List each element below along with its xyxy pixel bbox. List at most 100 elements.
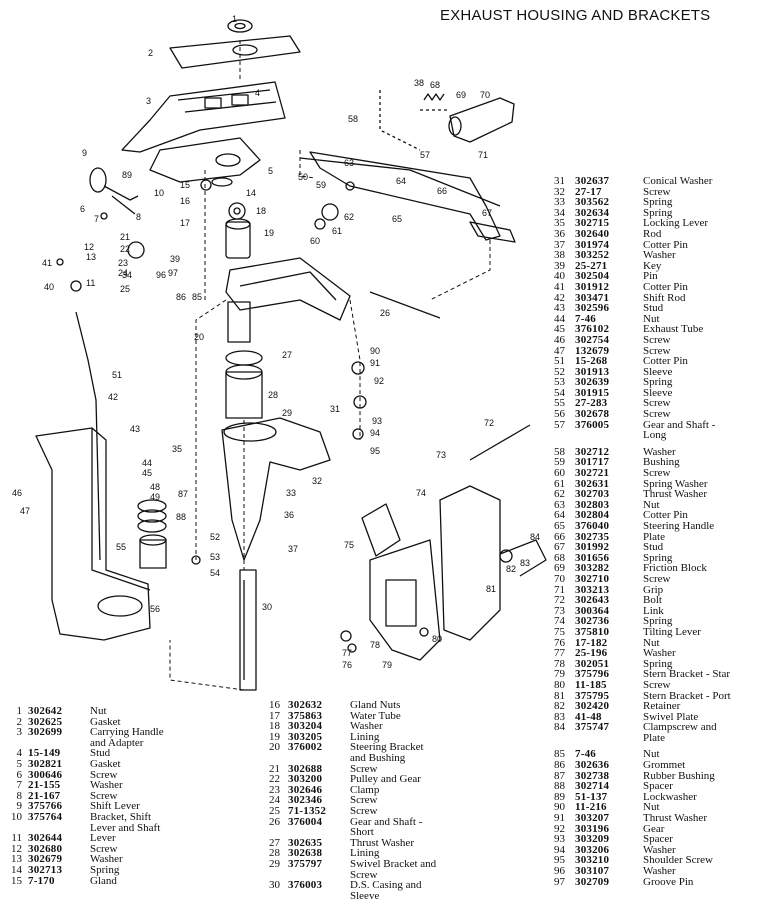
callout-number: 36 [284, 510, 294, 520]
part-description: Lockwasher [643, 790, 697, 803]
part-number: 302631 [575, 477, 610, 490]
part-number: 302804 [575, 509, 610, 522]
part-index: 28 [269, 847, 280, 860]
part-index: 84 [554, 721, 565, 734]
callout-number: 32 [312, 476, 322, 486]
callout-number: 3 [146, 96, 151, 106]
callout-number: 22 [120, 244, 130, 254]
callout-number: 48 [150, 482, 160, 492]
shift-rod-part [75, 311, 101, 561]
nut-part [227, 19, 253, 33]
part-description: Screw [643, 397, 671, 410]
part-number: 301913 [575, 365, 610, 378]
part-index: 45 [554, 323, 565, 336]
callout-number: 93 [372, 416, 382, 426]
callout-number: 23 [118, 258, 128, 268]
part-number: 301915 [575, 386, 610, 399]
part-number: 302635 [288, 836, 323, 849]
part-number: 300646 [28, 768, 63, 781]
part-description: Washer [90, 779, 123, 792]
callout-number: 13 [86, 252, 96, 262]
part-index: 69 [554, 562, 565, 575]
part-number: 302680 [28, 842, 63, 855]
part-description: Thrust Washer [350, 836, 414, 849]
part-description: Pulley and Gear [350, 773, 421, 786]
callout-number: 15 [180, 180, 190, 190]
part-number: 21-167 [28, 789, 61, 802]
callout-number: 59 [316, 180, 326, 190]
callout-number: 57 [420, 150, 430, 160]
part-description: Clampscrew and Plate [643, 721, 717, 744]
part-number: 302679 [28, 853, 63, 866]
callout-number: 45 [142, 468, 152, 478]
callout-number: 87 [178, 489, 188, 499]
part-index: 19 [269, 730, 280, 743]
part-number: 375863 [288, 709, 323, 722]
swivel-bracket-part [221, 417, 331, 561]
part-description: Grommet [643, 759, 686, 772]
part-description: Shift Rod [643, 291, 686, 304]
callout-number: 54 [210, 568, 220, 578]
part-index: 8 [16, 789, 23, 802]
callout-number: 50 [298, 172, 308, 182]
part-description: Screw [350, 762, 378, 775]
part-description: Steering Bracket and Bushing [350, 741, 424, 764]
part-description: Friction Block [643, 562, 707, 575]
part-index: 25 [269, 804, 280, 817]
callout-number: 60 [310, 236, 320, 246]
callout-number: 2 [148, 48, 153, 58]
callout-number: 66 [437, 186, 447, 196]
gear-shaft-short-part [369, 291, 441, 319]
part-number: 17-182 [575, 636, 608, 649]
callout-number: 47 [20, 506, 30, 516]
callout-number: 73 [436, 450, 446, 460]
part-number: 302709 [575, 875, 610, 888]
part-index: 64 [554, 509, 565, 522]
callout-number: 39 [170, 254, 180, 264]
bolt-part [469, 424, 531, 461]
part-number: 303200 [288, 773, 323, 786]
part-index: 78 [554, 657, 565, 670]
part-description: Steering Handle [643, 520, 715, 532]
part-description: Spring [643, 657, 673, 670]
part-number: 302678 [575, 408, 610, 421]
part-description: Gland Nuts [350, 699, 401, 711]
part-number: 302642 [28, 705, 63, 717]
part-index: 36 [554, 227, 565, 240]
part-description: Plate [643, 530, 665, 543]
gasket-outline-part [149, 137, 261, 183]
part-description: Carrying Handle and Adapter [90, 726, 164, 749]
callout-number: 71 [478, 150, 488, 160]
part-index: 86 [554, 759, 565, 772]
part-index: 29 [269, 857, 280, 870]
callout-number: 84 [530, 532, 540, 542]
part-index: 55 [554, 397, 565, 410]
part-description: Rubber Bushing [643, 769, 715, 782]
part-description: Stud [643, 302, 664, 315]
part-index: 37 [554, 238, 565, 251]
callout-number: 82 [506, 564, 516, 574]
callout-number: 85 [192, 292, 202, 302]
part-description: Nut [643, 498, 660, 511]
